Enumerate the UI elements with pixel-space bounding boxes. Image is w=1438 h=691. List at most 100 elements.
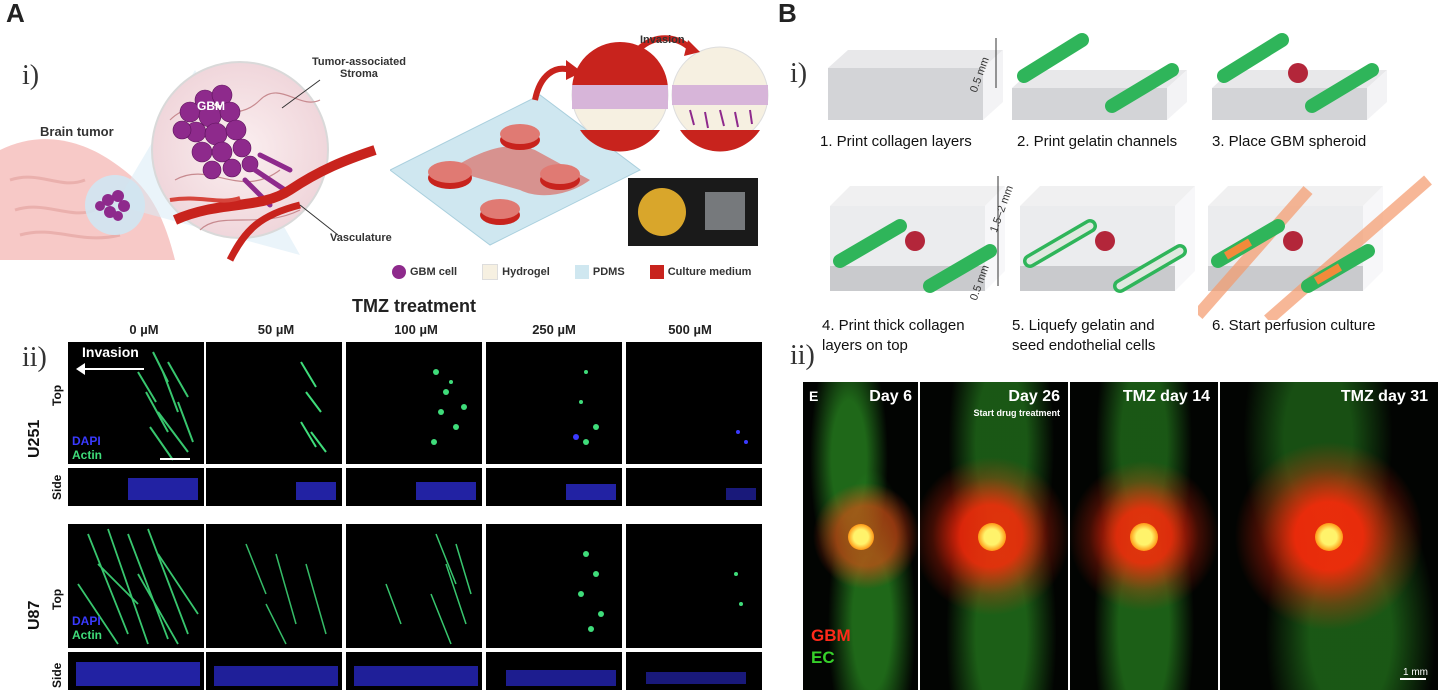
day-label: Day 6 xyxy=(869,388,912,405)
actin-signal xyxy=(137,351,194,461)
panel-b-letter: B xyxy=(778,0,797,28)
scale-bar xyxy=(160,458,190,460)
gbm-label: GBM xyxy=(197,99,225,113)
fluor-tile-day6: E Day 6 GBM EC xyxy=(803,382,918,690)
side-tile xyxy=(206,468,342,506)
scale-label: 1 mm xyxy=(1403,667,1428,678)
row-label-side: Side xyxy=(50,662,64,688)
gbm-cell-swatch xyxy=(392,265,406,279)
legend-label: Culture medium xyxy=(667,265,752,278)
scale-bar xyxy=(1400,678,1426,680)
concentration-header: 100 µM xyxy=(394,322,438,337)
micro-tile xyxy=(626,342,762,464)
step-caption: 2. Print gelatin channels xyxy=(1017,133,1178,150)
actin-signal xyxy=(734,572,743,606)
spheroid-core xyxy=(1315,523,1343,551)
micro-tile: Invasion DAPI Actin xyxy=(68,342,204,464)
spheroid-core xyxy=(1130,523,1158,551)
actin-signal xyxy=(77,528,199,645)
actin-signal xyxy=(736,430,748,444)
step-1-illustration xyxy=(828,38,1003,120)
fluor-tile-tmz-day31: TMZ day 31 1 mm xyxy=(1220,382,1438,690)
brain-tumor-label: Brain tumor xyxy=(40,124,114,139)
side-tile xyxy=(626,652,762,690)
stroma-label: Tumor-associated Stroma xyxy=(312,56,406,80)
panel-a-letter: A xyxy=(6,0,25,28)
concentration-header: 0 µM xyxy=(129,322,159,337)
day-label: Day 26 xyxy=(1008,388,1060,405)
micro-tile xyxy=(486,342,622,464)
tmz-treatment-title: TMZ treatment xyxy=(352,296,477,316)
fluor-tile-tmz-day14: TMZ day 14 xyxy=(1070,382,1218,690)
spheroid-core xyxy=(848,524,874,550)
step-caption: 4. Print thick collagen layers on top xyxy=(822,317,965,354)
concentration-header: 50 µM xyxy=(257,322,295,337)
legend-label: GBM cell xyxy=(410,265,458,278)
row-label-u251: U251 xyxy=(26,419,43,458)
day-label: TMZ day 14 xyxy=(1122,388,1210,405)
step-caption: 6. Start perfusion culture xyxy=(1212,317,1376,334)
chip-device-illustration xyxy=(390,35,769,246)
side-tile xyxy=(68,468,204,506)
side-tile xyxy=(486,468,622,506)
legend: GBM cell Hydrogel PDMS Culture medium xyxy=(392,264,751,280)
day-label: TMZ day 31 xyxy=(1340,388,1428,405)
brain-tumor-illustration xyxy=(0,61,377,262)
drug-treatment-note: Start drug treatment xyxy=(973,408,1060,418)
hydrogel-swatch xyxy=(482,264,499,280)
step-5-illustration xyxy=(1020,186,1195,293)
row-label-side: Side xyxy=(50,474,64,500)
step-caption: 1. Print collagen layers xyxy=(820,133,972,150)
invasion-arrowhead xyxy=(76,363,85,375)
micro-tile xyxy=(206,524,342,648)
legend-item: PDMS xyxy=(574,265,625,279)
side-tile xyxy=(346,652,482,690)
dapi-label: DAPI xyxy=(72,434,101,448)
micro-tile xyxy=(346,524,482,648)
micro-tile xyxy=(346,342,482,464)
panel-a-ii-label: ii) xyxy=(22,342,47,373)
actin-signal xyxy=(245,543,327,645)
invasion-arrow xyxy=(80,368,144,370)
invasion-label: Invasion xyxy=(82,344,139,360)
legend-item: Culture medium xyxy=(649,265,752,279)
ec-legend-label: EC xyxy=(811,648,835,667)
legend-item: GBM cell xyxy=(392,265,458,279)
step-caption: 5. Liquefy gelatin and seed endothelial … xyxy=(1012,317,1156,354)
row-label-top: Top xyxy=(50,588,64,610)
culture-medium-swatch xyxy=(649,265,664,279)
actin-signal xyxy=(431,369,467,445)
concentration-header: 500 µM xyxy=(668,322,712,337)
legend-label: Hydrogel xyxy=(502,265,550,278)
micro-tile xyxy=(486,524,622,648)
actin-signal xyxy=(578,551,604,632)
step-caption: 3. Place GBM spheroid xyxy=(1212,133,1367,150)
panel-a-i-label: i) xyxy=(22,60,40,91)
actin-label: Actin xyxy=(72,448,102,462)
step-6-illustration xyxy=(1198,175,1432,320)
spheroid-core xyxy=(978,523,1006,551)
row-label-top: Top xyxy=(50,384,64,406)
side-tile xyxy=(626,468,762,506)
step-2-illustration xyxy=(1012,33,1187,120)
micro-tile xyxy=(206,342,342,464)
legend-item: Hydrogel xyxy=(482,264,550,280)
actin-signal xyxy=(300,361,327,453)
micro-tile xyxy=(626,524,762,648)
side-tile xyxy=(206,652,342,690)
actin-label: Actin xyxy=(72,628,102,642)
panel-b-ii-label: ii) xyxy=(790,340,815,371)
actin-signal xyxy=(385,533,472,645)
side-tile xyxy=(486,652,622,690)
concentration-header: 250 µM xyxy=(532,322,576,337)
micro-tile: DAPI Actin xyxy=(68,524,204,648)
side-tile xyxy=(68,652,204,690)
legend-label: PDMS xyxy=(592,265,625,278)
row-label-u87: U87 xyxy=(26,600,43,630)
gbm-legend-label: GBM xyxy=(811,626,851,645)
actin-signal xyxy=(573,370,599,445)
dapi-label: DAPI xyxy=(72,614,101,628)
corner-letter: E xyxy=(809,388,819,404)
side-tile xyxy=(346,468,482,506)
panel-b-i-label: i) xyxy=(790,58,808,89)
